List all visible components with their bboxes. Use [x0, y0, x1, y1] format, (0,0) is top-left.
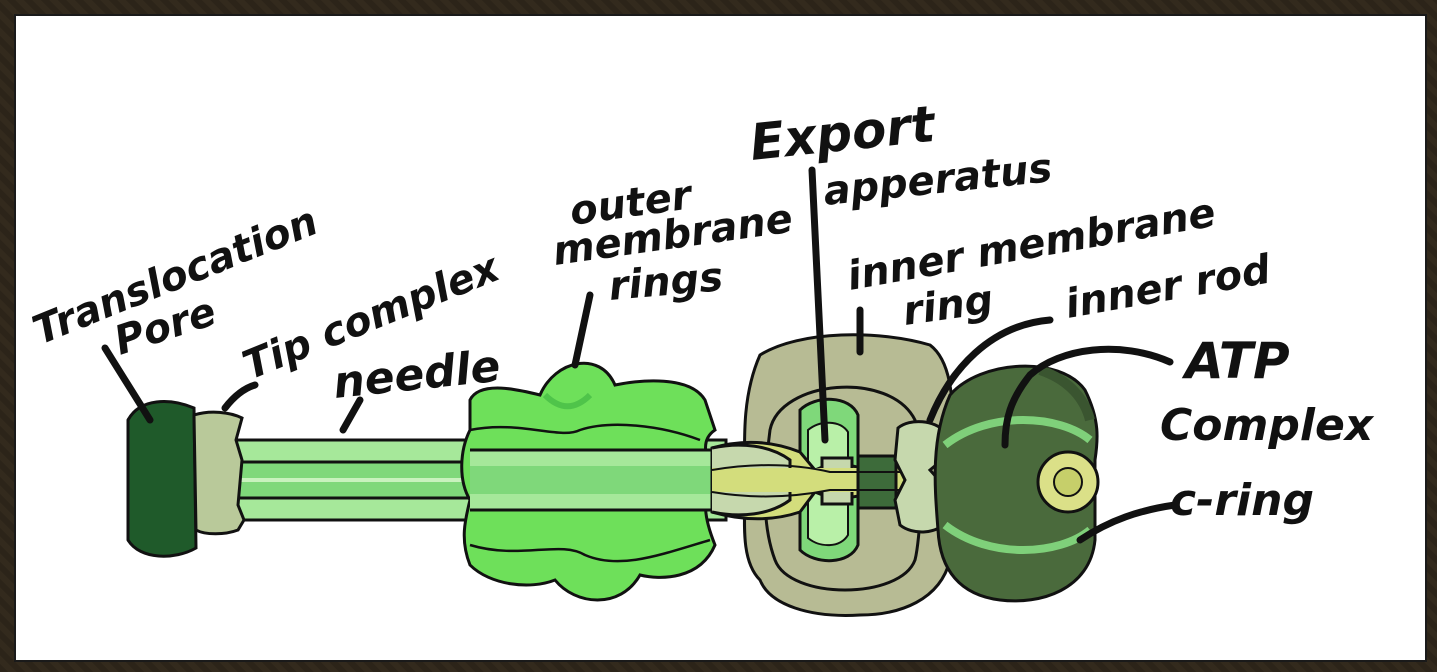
label-atp: ATP — [1181, 332, 1290, 390]
outer-rings-leader — [575, 295, 590, 365]
needle-core — [470, 450, 726, 510]
label-outer-3: rings — [607, 254, 725, 310]
c-ring — [1038, 452, 1098, 512]
translocation-pore — [128, 402, 196, 557]
tip-leader — [225, 385, 255, 408]
tip-complex — [194, 412, 244, 534]
label-atp-complex: Complex — [1160, 400, 1375, 451]
label-inner-rod: inner rod — [1062, 246, 1274, 327]
label-c-ring: c-ring — [1170, 475, 1314, 526]
